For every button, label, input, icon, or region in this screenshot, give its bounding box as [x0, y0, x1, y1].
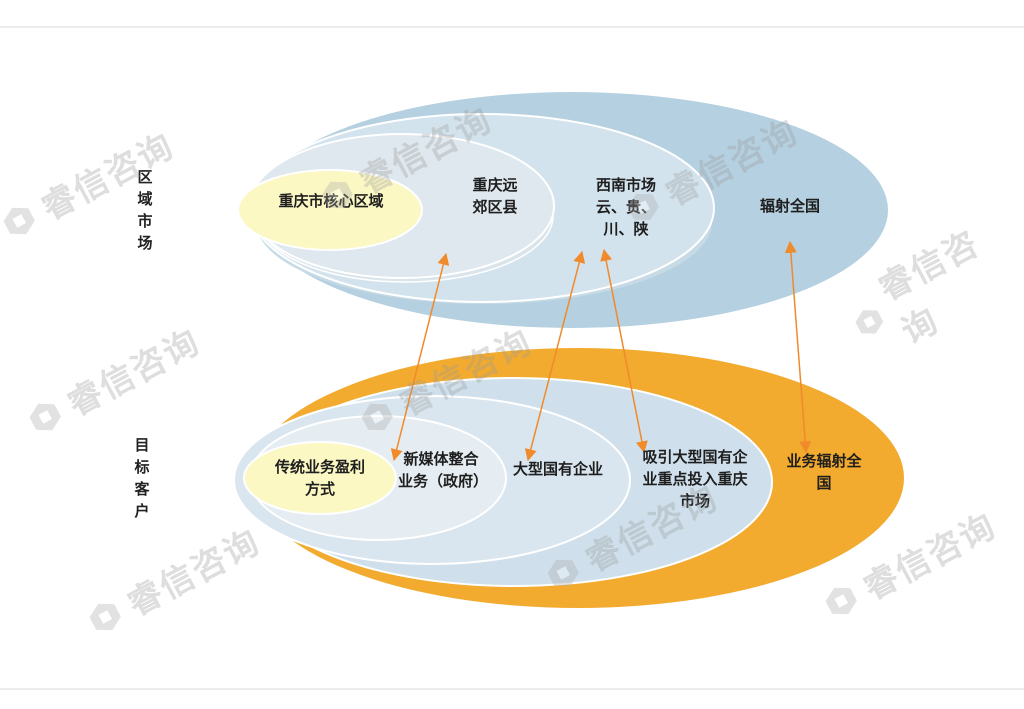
side-label-customer-char: 客	[134, 480, 150, 498]
side-label-region-char: 域	[137, 190, 153, 208]
arrow-suburb-to-newmedia	[390, 252, 450, 462]
label-customer-nationwide: 业务辐射全国	[786, 452, 862, 492]
customer-ring-traditional	[243, 441, 397, 515]
connector-arrows	[390, 240, 812, 462]
arrow-southwest-to-soe	[524, 250, 586, 462]
label-region-suburb: 重庆远郊区县	[472, 176, 518, 216]
top-rule	[0, 26, 1024, 28]
label-customer-traditional: 传统业务盈利方式	[274, 458, 365, 498]
arrow-southwest-to-attract	[600, 248, 648, 454]
bottom-rule	[0, 688, 1024, 690]
label-customer-attract: 吸引大型国有企业重点投入重庆市场	[642, 448, 748, 510]
side-label-region: 区 域 市 场	[130, 166, 160, 254]
label-region-southwest: 西南市场云、贵、川、陕	[595, 176, 656, 238]
side-label-region-char: 场	[137, 234, 153, 252]
label-customer-soe: 大型国有企业	[512, 460, 603, 478]
label-region-nation: 辐射全国	[759, 197, 820, 215]
side-label-customer: 目 标 客 户	[127, 434, 157, 522]
side-label-region-char: 区	[137, 168, 153, 186]
region-ring-core	[237, 169, 423, 251]
side-label-customer-char: 户	[134, 502, 150, 520]
label-region-core: 重庆市核心区域	[278, 192, 384, 210]
side-label-customer-char: 目	[134, 436, 150, 454]
region-ellipse-stack	[237, 92, 888, 328]
side-label-region-char: 市	[137, 212, 153, 230]
label-customer-newmedia: 新媒体整合业务（政府）	[398, 450, 489, 490]
side-label-customer-char: 标	[134, 458, 150, 476]
arrow-nation-to-nationwide	[784, 240, 812, 454]
